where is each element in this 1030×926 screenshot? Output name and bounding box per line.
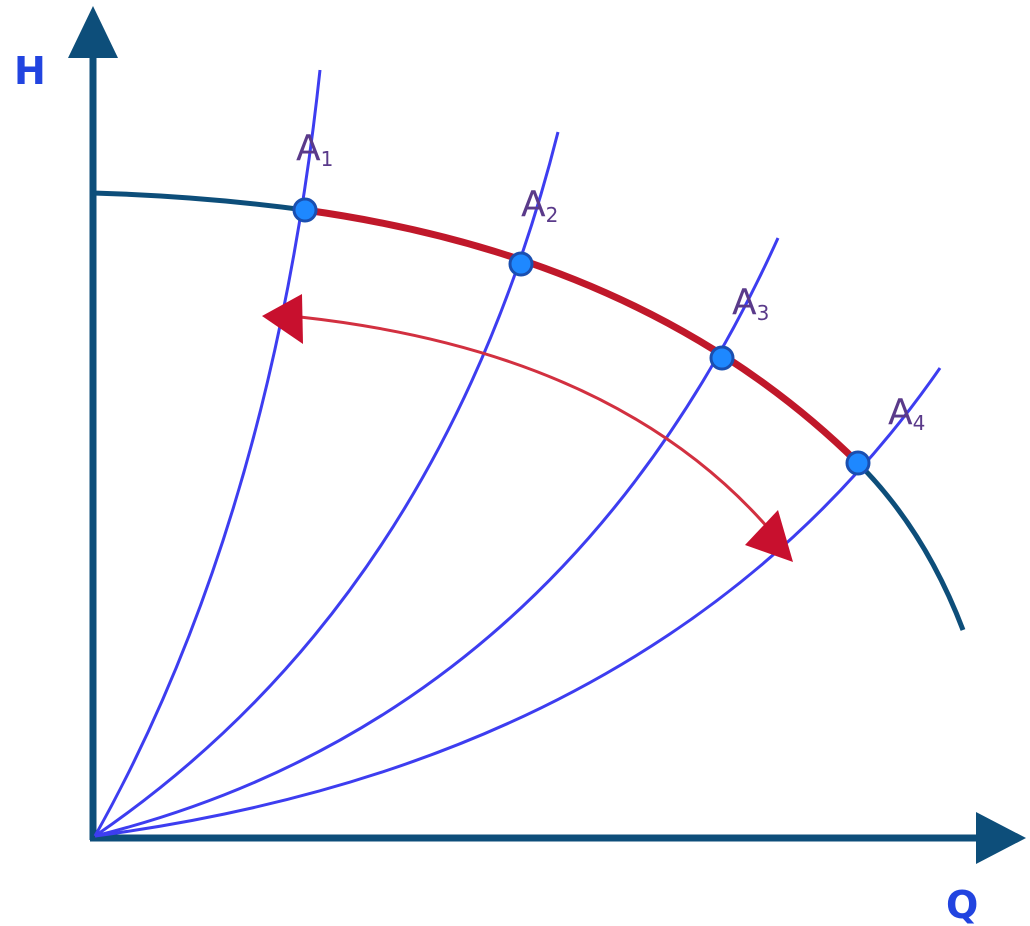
point-a2-marker bbox=[508, 251, 534, 277]
system-curve-a1 bbox=[93, 69, 322, 837]
point-label-a2-letter: A bbox=[521, 184, 546, 225]
point-label-a3-sub: 3 bbox=[757, 301, 770, 325]
y-axis-label: H bbox=[14, 49, 46, 93]
pump-curve-right bbox=[856, 461, 966, 631]
point-a4-marker bbox=[845, 450, 871, 476]
regulation-arrow-arc bbox=[299, 315, 777, 537]
system-curve-a3 bbox=[94, 237, 780, 838]
operating-points bbox=[292, 197, 871, 476]
pump-curve-left bbox=[92, 190, 306, 213]
point-label-a4-letter: A bbox=[888, 392, 913, 433]
system-curves bbox=[93, 69, 942, 838]
point-label-a2: A2 bbox=[521, 184, 558, 227]
point-label-a1-letter: A bbox=[296, 128, 321, 169]
point-label-a2-sub: 2 bbox=[546, 203, 559, 227]
pump-curve-operating-range bbox=[304, 206, 861, 466]
point-label-a4: A4 bbox=[888, 392, 925, 435]
pump-curve bbox=[92, 190, 966, 631]
point-label-a1: A1 bbox=[296, 128, 333, 171]
arrow-head-left-icon bbox=[262, 294, 303, 344]
regulation-arrow bbox=[262, 294, 793, 562]
axes: H Q bbox=[14, 6, 1026, 926]
point-label-a1-sub: 1 bbox=[321, 147, 334, 171]
arrow-head-right-icon bbox=[745, 510, 793, 562]
point-labels: A1 A2 A3 A4 bbox=[296, 128, 925, 435]
point-label-a4-sub: 4 bbox=[913, 411, 926, 435]
x-axis-arrow-icon bbox=[976, 812, 1026, 864]
point-label-a3-letter: A bbox=[732, 282, 757, 323]
y-axis-arrow-icon bbox=[68, 6, 118, 58]
point-label-a3: A3 bbox=[732, 282, 769, 325]
point-a3-marker bbox=[709, 345, 735, 371]
x-axis-label: Q bbox=[946, 883, 978, 926]
point-a1-marker bbox=[292, 197, 318, 223]
system-curve-a4 bbox=[94, 367, 942, 838]
